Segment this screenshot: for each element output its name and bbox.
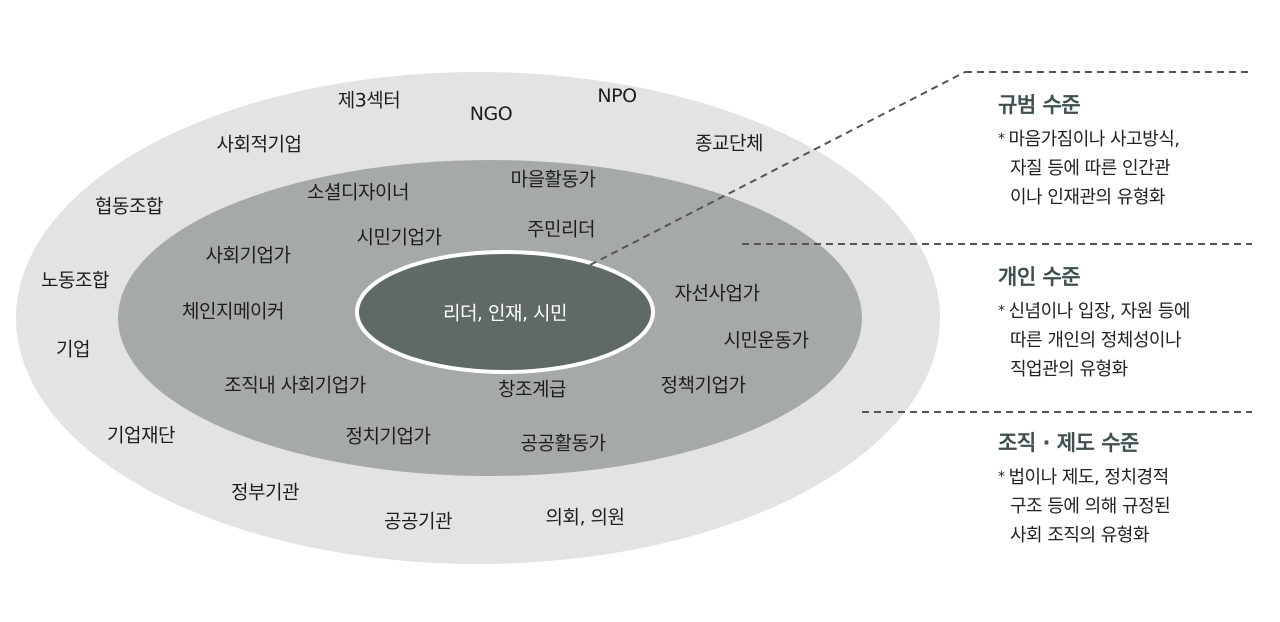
middle-label: 소셜디자이너 — [307, 181, 409, 204]
outer-label: 협동조합 — [95, 195, 163, 218]
level-line: 마음가짐이나 사고방식, — [998, 125, 1180, 154]
level-line: 이나 인재관의 유형화 — [1010, 187, 1165, 208]
level-description: 마음가짐이나 사고방식, 자질 등에 따른 인간관 이나 인재관의 유형화 — [998, 125, 1180, 212]
middle-label: 창조계급 — [498, 378, 566, 401]
level-block-individual: 개인 수준 신념이나 입장, 자원 등에 따른 개인의 정체성이나 직업관의 유… — [998, 261, 1190, 384]
outer-label: 제3섹터 — [337, 89, 401, 112]
level-block-organizational: 조직 · 제도 수준 법이나 제도, 정치경적 구조 등에 의해 규정된 사회 … — [998, 427, 1171, 550]
level-description: 법이나 제도, 정치경적 구조 등에 의해 규정된 사회 조직의 유형화 — [998, 463, 1170, 550]
level-title: 규범 수준 — [998, 93, 1081, 117]
level-description: 신념이나 입장, 자원 등에 따른 개인의 정체성이나 직업관의 유형화 — [998, 297, 1190, 384]
middle-label: 시민기업가 — [356, 226, 442, 249]
outer-label: 사회적기업 — [216, 133, 302, 156]
outer-label: NPO — [597, 85, 637, 107]
middle-label: 주민리더 — [527, 218, 595, 241]
center-label: 리더, 인재, 시민 — [442, 302, 568, 325]
level-line: 법이나 제도, 정치경적 — [998, 463, 1170, 492]
middle-label: 자선사업가 — [674, 282, 760, 305]
middle-label: 마을활동가 — [510, 168, 596, 191]
outer-label: NGO — [469, 103, 513, 125]
level-line: 사회 조직의 유형화 — [1010, 525, 1149, 546]
middle-label: 사회기업가 — [205, 244, 291, 267]
outer-label: 기업재단 — [107, 424, 175, 447]
level-line: 신념이나 입장, 자원 등에 — [998, 297, 1190, 326]
outer-label: 공공기관 — [384, 510, 452, 533]
center-ellipse — [355, 250, 655, 374]
level-block-normative: 규범 수준 마음가짐이나 사고방식, 자질 등에 따른 인간관 이나 인재관의 … — [998, 89, 1180, 212]
outer-label: 정부기관 — [231, 481, 299, 504]
middle-label: 공공활동가 — [520, 432, 606, 455]
level-line: 직업관의 유형화 — [1010, 359, 1128, 380]
middle-label: 정책기업가 — [660, 374, 746, 397]
level-line: 구조 등에 의해 규정된 — [1010, 496, 1171, 517]
middle-label: 시민운동가 — [723, 329, 809, 352]
middle-label: 조직내 사회기업가 — [224, 374, 366, 397]
middle-label: 체인지메이커 — [182, 300, 284, 323]
outer-label: 노동조합 — [41, 269, 109, 292]
middle-label: 정치기업가 — [345, 425, 431, 448]
pointer-line — [589, 71, 966, 266]
outer-label: 의회, 의원 — [545, 506, 626, 529]
level-line: 자질 등에 따른 인간관 — [1010, 158, 1171, 179]
level-title: 개인 수준 — [998, 265, 1081, 289]
level-title: 조직 · 제도 수준 — [998, 431, 1139, 455]
outer-label: 종교단체 — [695, 132, 763, 155]
level-line: 따른 개인의 정체성이나 — [1010, 330, 1182, 351]
outer-label: 기업 — [56, 338, 90, 361]
